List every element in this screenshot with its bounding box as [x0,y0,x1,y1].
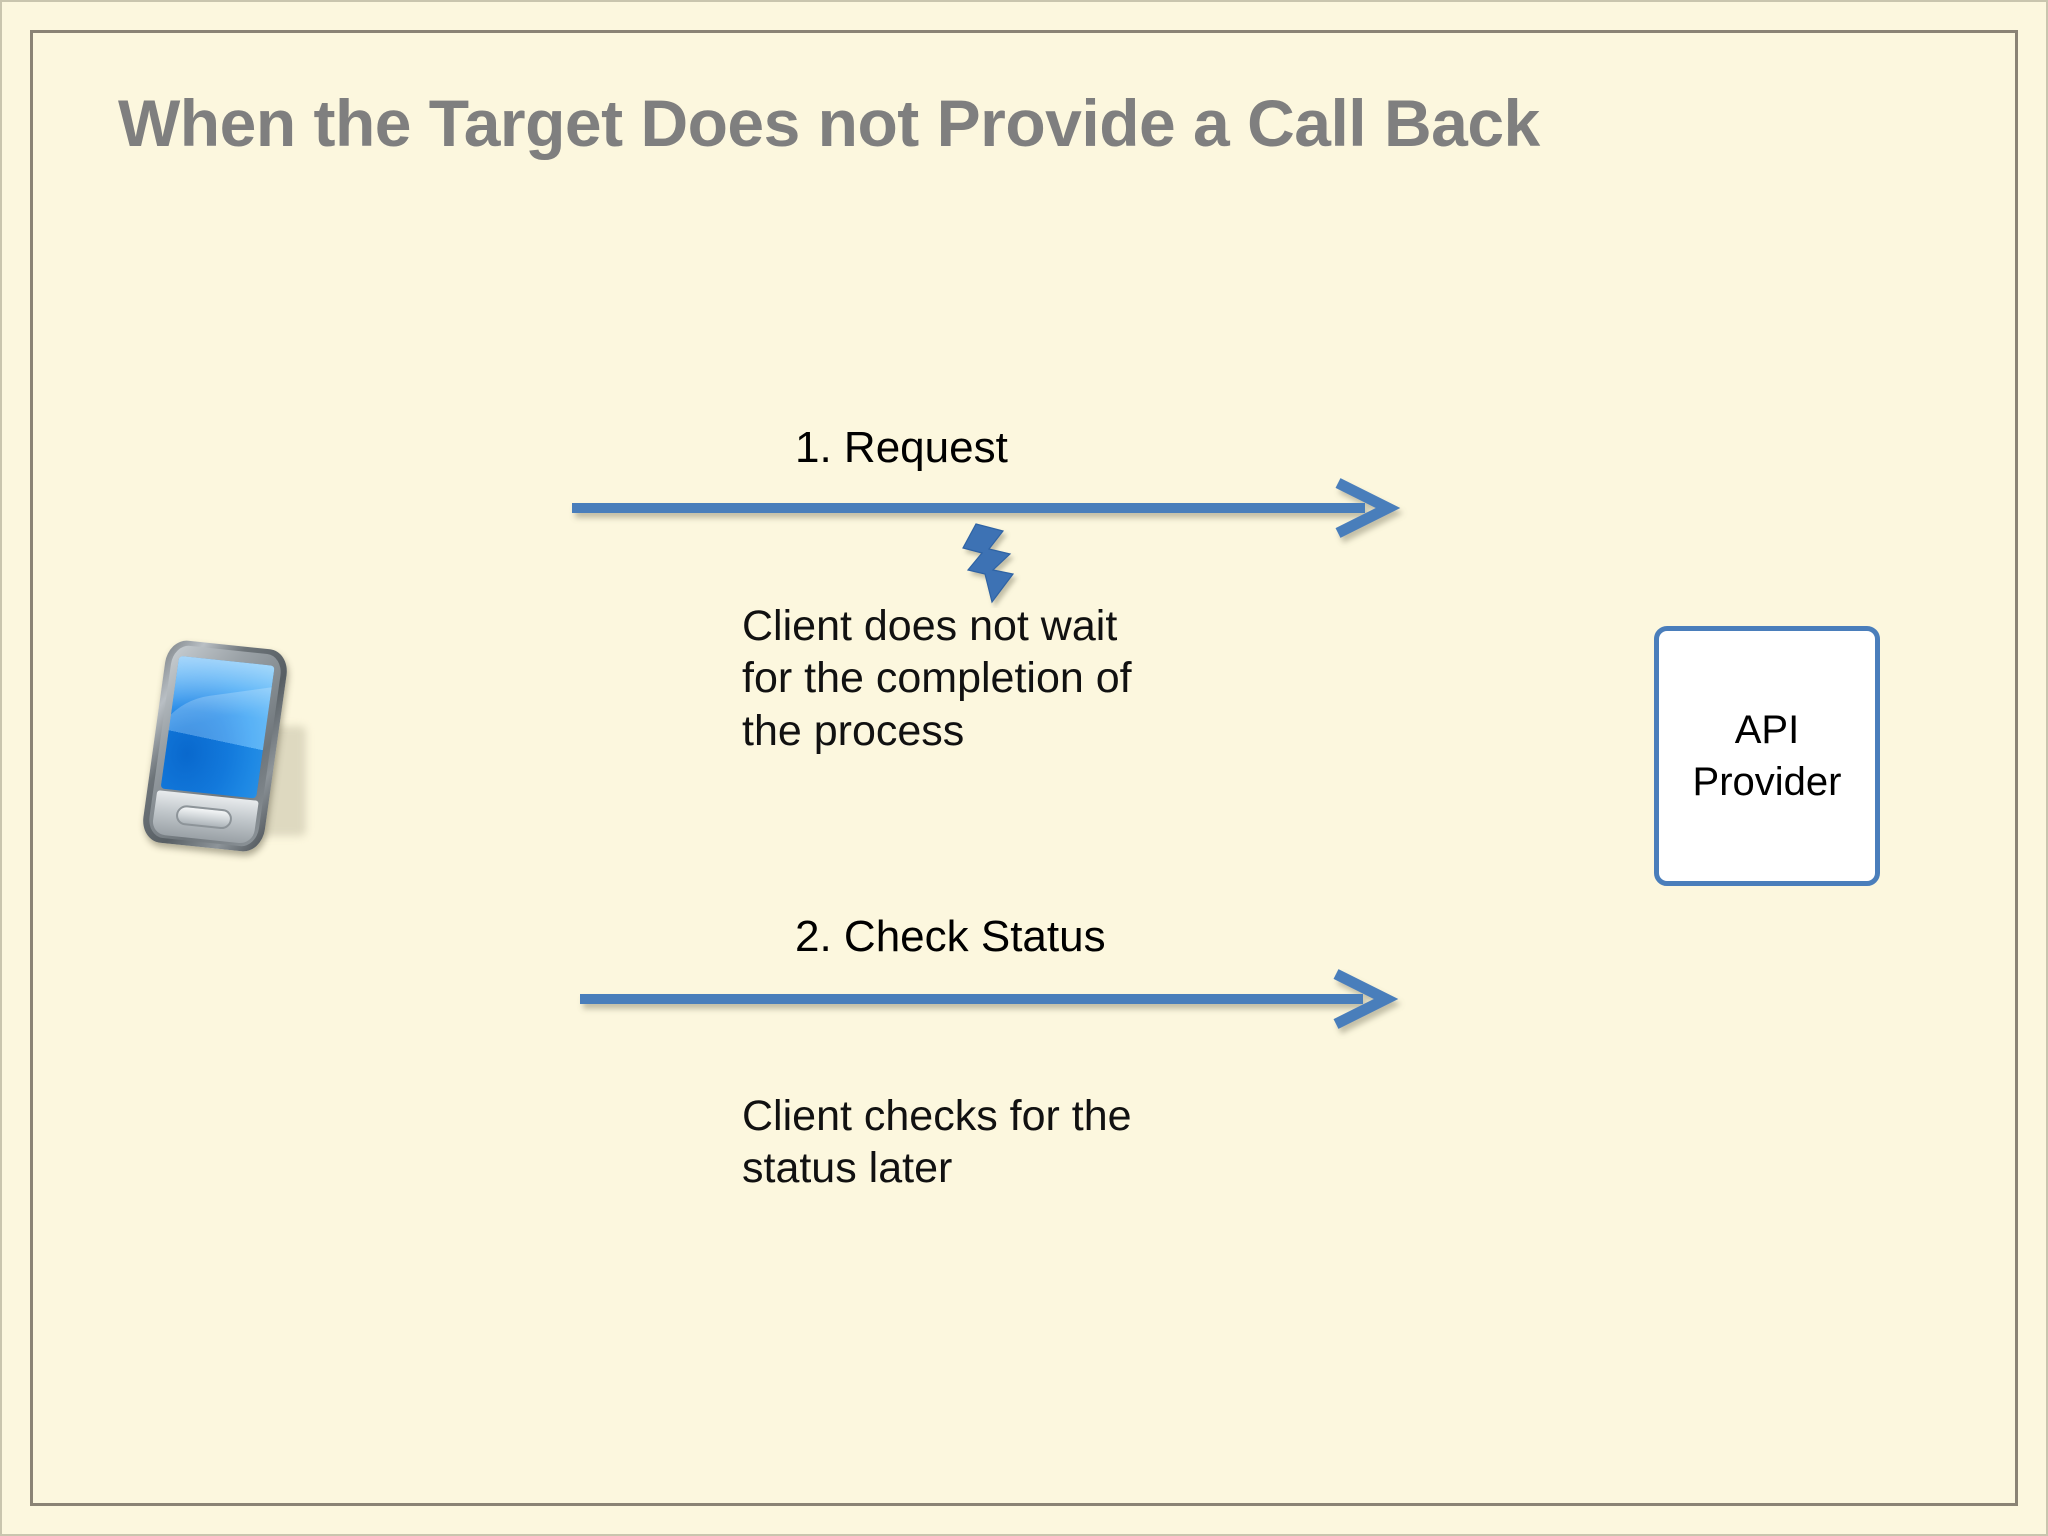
api-provider-box: API Provider [1654,626,1880,886]
note-2: Client checks for the status later [742,1090,1302,1195]
note-1-line-1: Client does not wait [742,602,1118,650]
api-provider-label-line-2: Provider [1692,760,1842,804]
lightning-bolt-icon [955,518,1035,608]
api-provider-label: API Provider [1693,704,1842,808]
note-2-line-1: Client checks for the [742,1092,1132,1140]
step-2-arrow [578,966,1408,1036]
page-title: When the Target Does not Provide a Call … [118,86,1540,160]
smartphone-icon [140,638,338,890]
note-1: Client does not wait for the completion … [742,600,1302,757]
note-1-line-3: the process [742,706,965,755]
smartphone-screen-glare [171,655,275,719]
step-2-label: 2. Check Status [795,912,1106,961]
smartphone-home-button [174,804,234,831]
smartphone-screen [160,655,275,799]
api-provider-label-line-1: API [1734,708,1800,752]
step-1-label: 1. Request [795,423,1008,472]
step-1-arrow [570,475,1410,545]
note-2-line-2: status later [742,1144,953,1193]
note-1-line-2: for the completion of [742,654,1132,703]
